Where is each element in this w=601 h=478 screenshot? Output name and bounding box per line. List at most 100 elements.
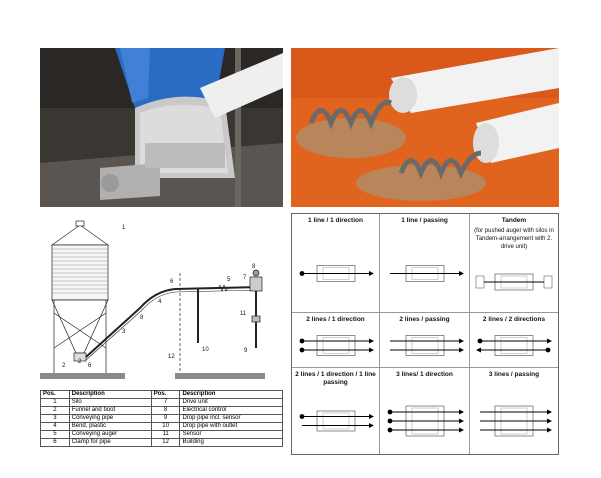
- drive-unit-dot: [299, 271, 305, 276]
- table-row: 6 Clamp for pipe 12 Building: [40, 438, 283, 447]
- flow-arrow: [459, 338, 464, 344]
- flow-arrow: [369, 347, 374, 353]
- desc-cell: Drop pipe with outlet: [179, 422, 283, 431]
- config-diagram: [390, 265, 464, 282]
- photo-auger-pipes: [291, 48, 559, 207]
- table-header-row: Pos. Description Pos. Description: [40, 390, 283, 399]
- drive-unit-dot: [299, 338, 305, 344]
- desc-cell: Drive unit: [179, 398, 283, 407]
- config-diagram: [480, 405, 552, 437]
- pos-cell: 11: [150, 430, 181, 439]
- drive-unit-dot: [387, 418, 393, 424]
- config-label: 2 lines / 2 directions: [482, 316, 546, 323]
- pos-cell: 6: [40, 438, 70, 447]
- flow-arrow: [476, 347, 481, 353]
- desc-cell: Conveying pipe: [68, 414, 152, 423]
- table-row: 1 Silo 7 Drive unit: [40, 398, 283, 407]
- config-cell: 3 lines / passing: [470, 368, 558, 454]
- label-3: 3: [122, 329, 126, 335]
- flow-arrow: [547, 409, 552, 415]
- table-row: 2 Funnel and boot 8 Electrical control: [40, 406, 283, 415]
- flow-arrow: [369, 338, 374, 344]
- pos-cell: 12: [150, 438, 181, 447]
- silo-box: [494, 335, 534, 356]
- drive-unit-dot: [387, 409, 393, 415]
- config-diagram: [475, 273, 553, 291]
- pos-cell: 1: [40, 398, 70, 407]
- pos-cell: 9: [150, 414, 181, 423]
- label-2-funnel: 2: [78, 359, 82, 365]
- desc-cell: Bend, plastic: [68, 422, 152, 431]
- label-6: 6: [88, 363, 92, 369]
- config-cell: 3 lines/ 1 direction: [380, 368, 470, 454]
- table-row: 5 Conveying auger 11 Sensor: [40, 430, 283, 439]
- flow-arrow: [459, 271, 464, 276]
- pos-cell: 7: [150, 398, 181, 407]
- flow-arrow: [459, 418, 464, 424]
- silo-box: [316, 410, 356, 432]
- config-label: 3 lines/ 1 direction: [396, 371, 453, 378]
- config-diagram: [390, 335, 464, 356]
- desc-cell: Clamp for pipe: [68, 438, 152, 447]
- flow-arrow: [547, 418, 552, 424]
- label-10: 10: [202, 347, 209, 353]
- pos-cell: 2: [40, 406, 70, 415]
- config-diagram: [387, 405, 464, 437]
- flow-arrow: [369, 414, 374, 419]
- drive-unit-dot: [545, 347, 551, 353]
- header-pos: Pos.: [150, 390, 181, 399]
- desc-cell: Electrical control: [179, 406, 283, 415]
- photo-hopper-boot: [40, 48, 283, 207]
- config-diagram: [299, 410, 374, 432]
- config-label: 1 line / passing: [401, 217, 448, 224]
- header-description: Description: [68, 390, 152, 399]
- table-row: 4 Bend, plastic 10 Drop pipe with outlet: [40, 422, 283, 431]
- flow-arrow: [547, 427, 552, 433]
- label-11: 11: [240, 311, 247, 317]
- drive-unit-dot: [387, 427, 393, 433]
- label-8-pipe: 8: [140, 315, 144, 321]
- config-diagram: [299, 265, 374, 282]
- flow-arrow: [459, 427, 464, 433]
- config-cell: 2 lines / passing: [380, 313, 470, 368]
- config-diagram: [476, 335, 552, 356]
- position-table: Pos. Description Pos. Description 1 Silo…: [40, 390, 283, 447]
- pos-cell: 8: [150, 406, 181, 415]
- pos-cell: 5: [40, 430, 70, 439]
- desc-cell: Conveying auger: [68, 430, 152, 439]
- config-cell: 2 lines / 1 direction / 1 line passing: [292, 368, 380, 454]
- flow-arrow: [369, 423, 374, 428]
- label-4: 4: [158, 299, 162, 305]
- flow-arrow: [459, 409, 464, 415]
- config-cell: 2 lines / 1 direction: [292, 313, 380, 368]
- config-label: 2 lines / 1 direction / 1 line passing: [295, 371, 376, 386]
- flow-arrow: [547, 338, 552, 344]
- config-label: 3 lines / passing: [488, 371, 540, 378]
- table-row: 3 Conveying pipe 9 Drop pipe incl. senso…: [40, 414, 283, 423]
- config-label: Tandem: [501, 217, 527, 224]
- silo-box: [316, 335, 356, 356]
- drive-unit-dot: [299, 414, 305, 419]
- desc-cell: Sensor: [179, 430, 283, 439]
- silo-installation-diagram: 1 2 3 4 5 6 7 8 9 10 11 12 6 2 8: [40, 220, 265, 379]
- label-8: 8: [252, 264, 256, 270]
- label-12: 12: [168, 354, 175, 360]
- desc-cell: Building: [179, 438, 283, 447]
- pos-cell: 3: [40, 414, 70, 423]
- config-label: 2 lines / passing: [399, 316, 450, 323]
- auger-configuration-grid: 1 line / 1 direction 1 line / passing Ta…: [291, 213, 559, 455]
- config-cell: 1 line / 1 direction: [292, 214, 380, 313]
- header-description: Description: [179, 390, 283, 399]
- pos-cell: 10: [150, 422, 181, 431]
- label-1: 1: [122, 225, 126, 231]
- pos-cell: 4: [40, 422, 70, 431]
- config-label: 2 lines / 1 direction: [306, 316, 365, 323]
- config-cell: Tandem (for pushed auger with silos in T…: [470, 214, 558, 313]
- drive-unit-dot: [477, 338, 483, 344]
- label-2: 2: [62, 363, 66, 369]
- config-label: 1 line / 1 direction: [308, 217, 363, 224]
- config-diagram: [299, 335, 374, 356]
- config-cell: 1 line / passing: [380, 214, 470, 313]
- config-note: (for pushed auger with silos in Tandem-a…: [474, 228, 554, 250]
- label-7: 7: [243, 275, 247, 281]
